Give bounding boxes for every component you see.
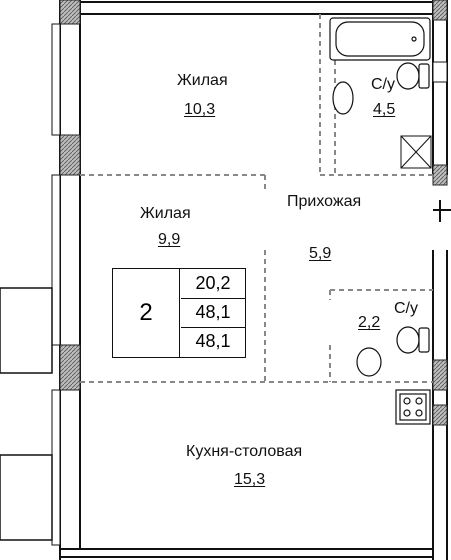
hatched-columns xyxy=(59,0,448,426)
room-name-bath-2: С/у xyxy=(394,300,418,317)
room-name-kitchen: Кухня-столовая xyxy=(186,443,303,460)
shower-tray xyxy=(400,135,432,169)
toilet-1 xyxy=(396,62,430,90)
toilet-2 xyxy=(396,326,430,354)
total-area: 48,1 xyxy=(181,298,245,328)
room-count: 2 xyxy=(113,269,180,357)
bathtub xyxy=(329,17,431,61)
living-area: 20,2 xyxy=(181,269,245,299)
partitions xyxy=(80,14,433,383)
room-name-living-2: Жилая xyxy=(140,205,191,222)
stove xyxy=(395,389,431,425)
room-area-bath-1: 4,5 xyxy=(373,101,396,118)
apartment-summary: 2 20,2 48,1 48,1 xyxy=(112,268,246,358)
balconies xyxy=(0,287,53,541)
room-area-bath-2: 2,2 xyxy=(358,314,381,331)
room-area-kitchen: 15,3 xyxy=(234,471,266,488)
room-area-hall: 5,9 xyxy=(309,245,332,262)
room-name-bath-1: С/у xyxy=(371,76,395,93)
sink-1 xyxy=(332,81,354,115)
total-area-with-balcony: 48,1 xyxy=(195,331,231,351)
room-area-living-1: 10,3 xyxy=(184,101,216,118)
room-name-living-1: Жилая xyxy=(177,72,228,89)
room-name-hall: Прихожая xyxy=(287,193,362,210)
sink-2 xyxy=(356,347,382,377)
windows xyxy=(51,23,448,546)
room-area-living-2: 9,9 xyxy=(158,231,181,248)
entrance-door xyxy=(433,200,451,222)
